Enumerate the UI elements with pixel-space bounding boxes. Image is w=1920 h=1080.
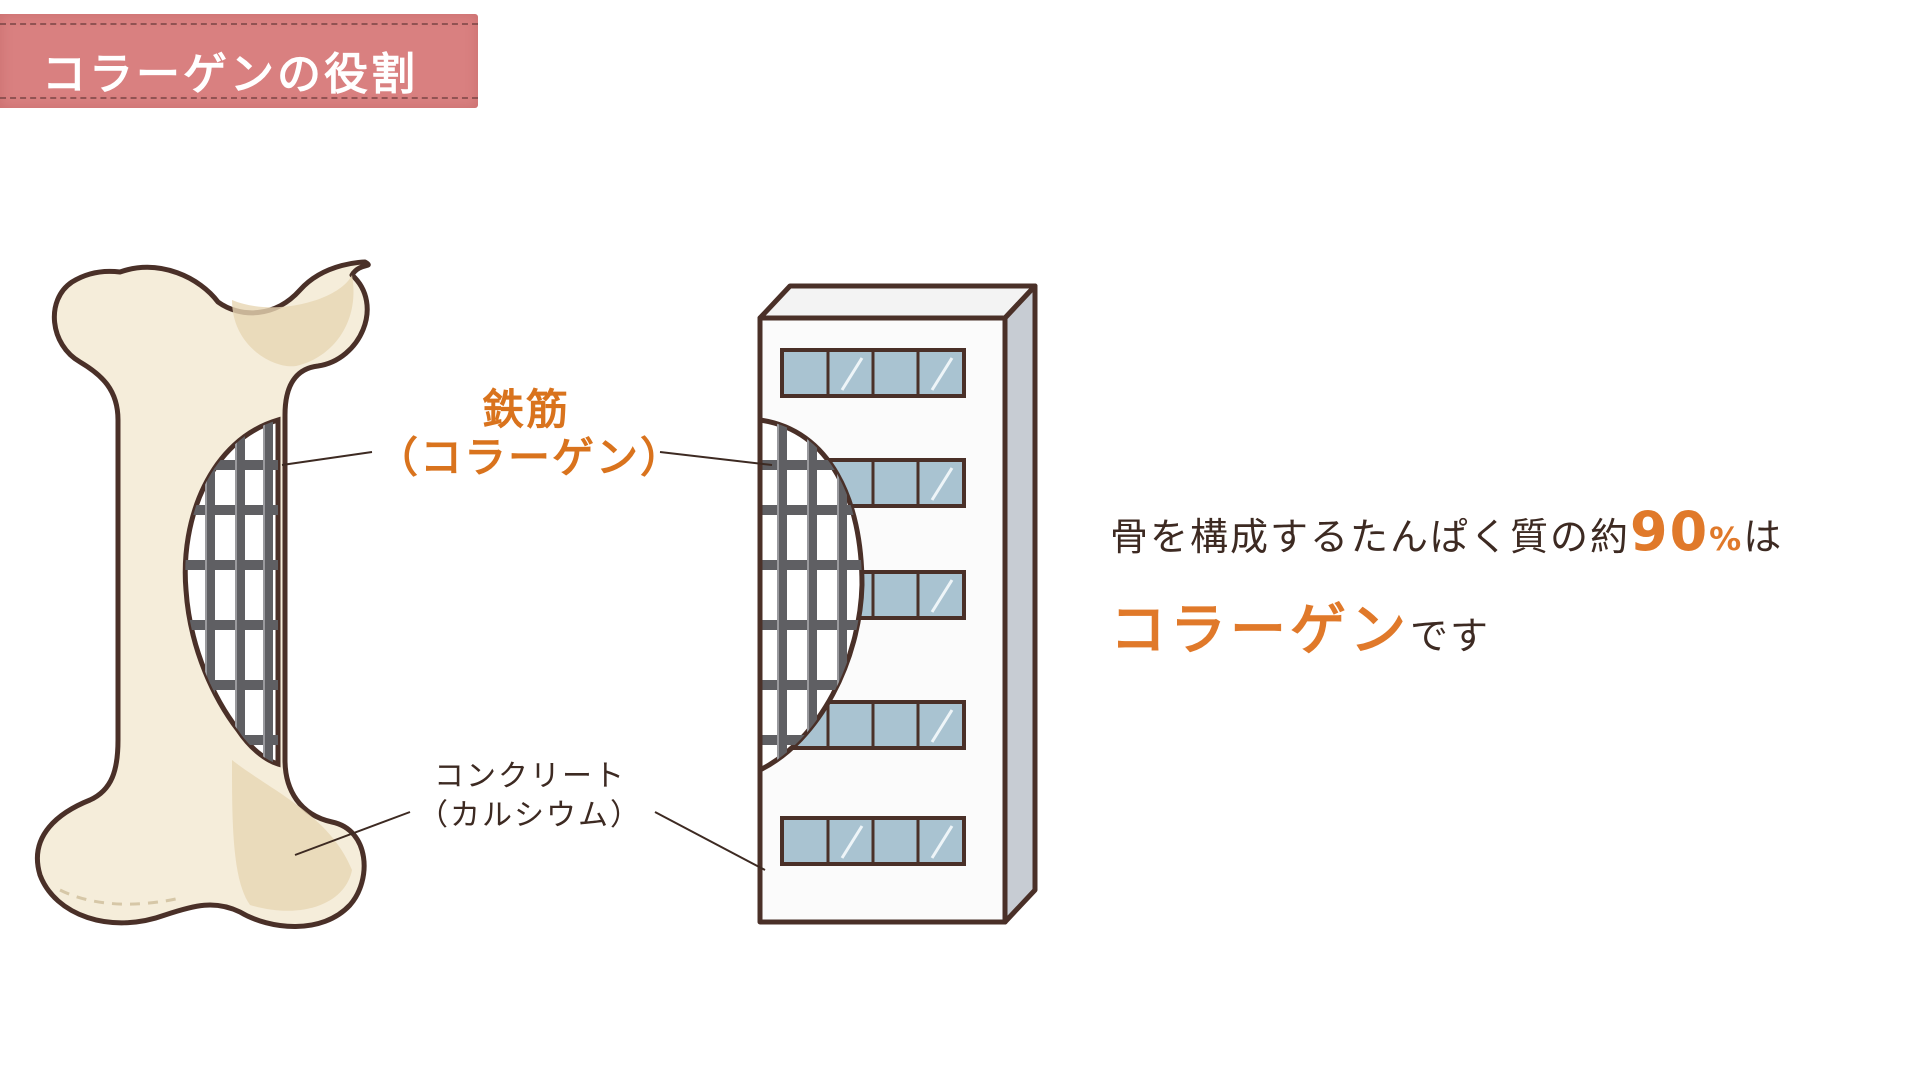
statement-suffix: は [1743,515,1784,559]
percent-sign: % [1709,520,1744,558]
concrete-label: コンクリート （カルシウム） [400,757,660,835]
leader-rebar-building [659,451,773,466]
rebar-label-sub: （コラーゲン） [376,433,685,483]
statement-tail: です [1410,614,1491,658]
statement-prefix: 骨を構成するたんぱく質の約 [1110,515,1631,559]
leader-rebar-bone [281,451,373,466]
title-banner: コラーゲンの役割 [0,14,478,108]
statement: 骨を構成するたんぱく質の約90%は コラーゲンです [1106,500,1783,674]
leader-lines [281,451,773,871]
rebar-label-main: 鉄筋 [481,385,570,434]
leader-concrete-building [654,811,766,871]
rebar-label: 鉄筋 （コラーゲン） [376,385,685,483]
title-text: コラーゲンの役割 [42,49,418,100]
percent-value: 90 [1630,500,1710,563]
statement-highlight: コラーゲン [1106,585,1422,674]
statement-line-1: 骨を構成するたんぱく質の約90%は [1110,500,1783,563]
concrete-label-main: コンクリート [434,759,626,794]
statement-line-2: コラーゲンです [1106,585,1783,674]
concrete-label-sub: （カルシウム） [418,798,642,833]
leader-concrete-bone [294,811,411,856]
